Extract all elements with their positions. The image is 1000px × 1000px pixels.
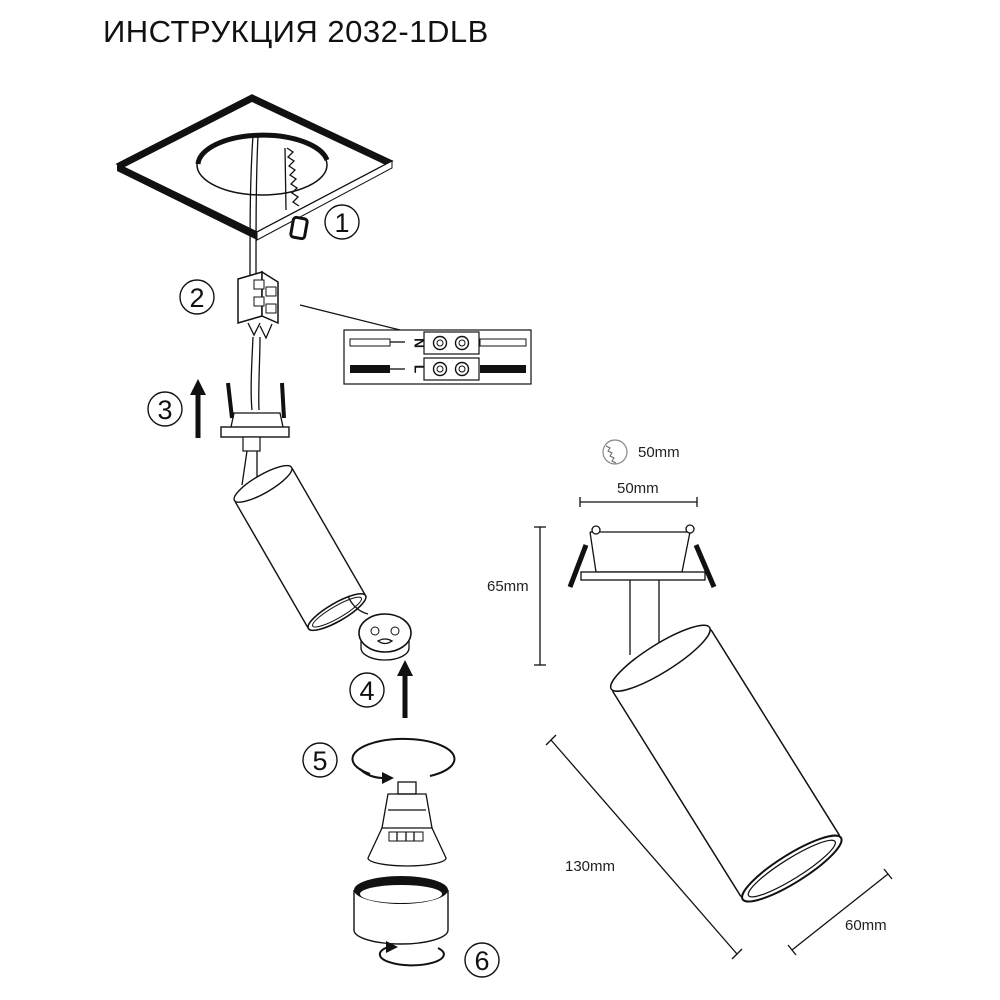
rotate-icon [351, 737, 456, 784]
up-arrow-icon [397, 660, 413, 718]
svg-text:6: 6 [474, 946, 489, 976]
supply-cable [249, 134, 254, 276]
svg-text:4: 4 [359, 676, 374, 706]
up-arrow-icon [190, 379, 206, 438]
step-4-marker: 4 [349, 672, 385, 708]
svg-text:1: 1 [334, 208, 349, 238]
mounting-bracket [220, 382, 290, 486]
callout-line [299, 304, 401, 331]
dimension-mount [567, 524, 717, 655]
mount-width-label: 50mm [617, 480, 659, 497]
body-diameter-label: 60mm [845, 917, 887, 934]
dimension-line [791, 873, 889, 951]
lamp-wire [347, 595, 369, 615]
page-title: ИНСТРУКЦИЯ 2032-1DLB [103, 14, 489, 49]
hole-saw-icon [602, 439, 628, 465]
dimension-spotlight-body [609, 624, 843, 903]
body-length-label: 130mm [565, 858, 615, 875]
mount-height-label: 65mm [487, 578, 529, 595]
step-5-marker: 5 [302, 742, 338, 778]
svg-text:2: 2 [189, 283, 204, 313]
svg-text:5: 5 [312, 746, 327, 776]
step-1-marker: 1 [324, 204, 360, 240]
wiring-callout [343, 329, 532, 385]
dimension-line [550, 739, 738, 955]
hole-saw-icon [284, 147, 309, 241]
ceiling-panel [115, 94, 394, 241]
gu10-bulb [367, 781, 447, 867]
step-2-marker: 2 [179, 279, 215, 315]
live-label: L [411, 365, 427, 374]
trim-ring [353, 876, 449, 945]
cutout-diameter-label: 50mm [638, 444, 680, 461]
neutral-label: N [411, 338, 427, 348]
terminal-block-icon [237, 270, 279, 340]
step-3-marker: 3 [147, 391, 183, 427]
spotlight-body [233, 464, 367, 632]
svg-text:3: 3 [157, 395, 172, 425]
rotate-icon [378, 941, 445, 967]
lamp-socket [358, 613, 412, 661]
step-6-marker: 6 [464, 942, 500, 978]
